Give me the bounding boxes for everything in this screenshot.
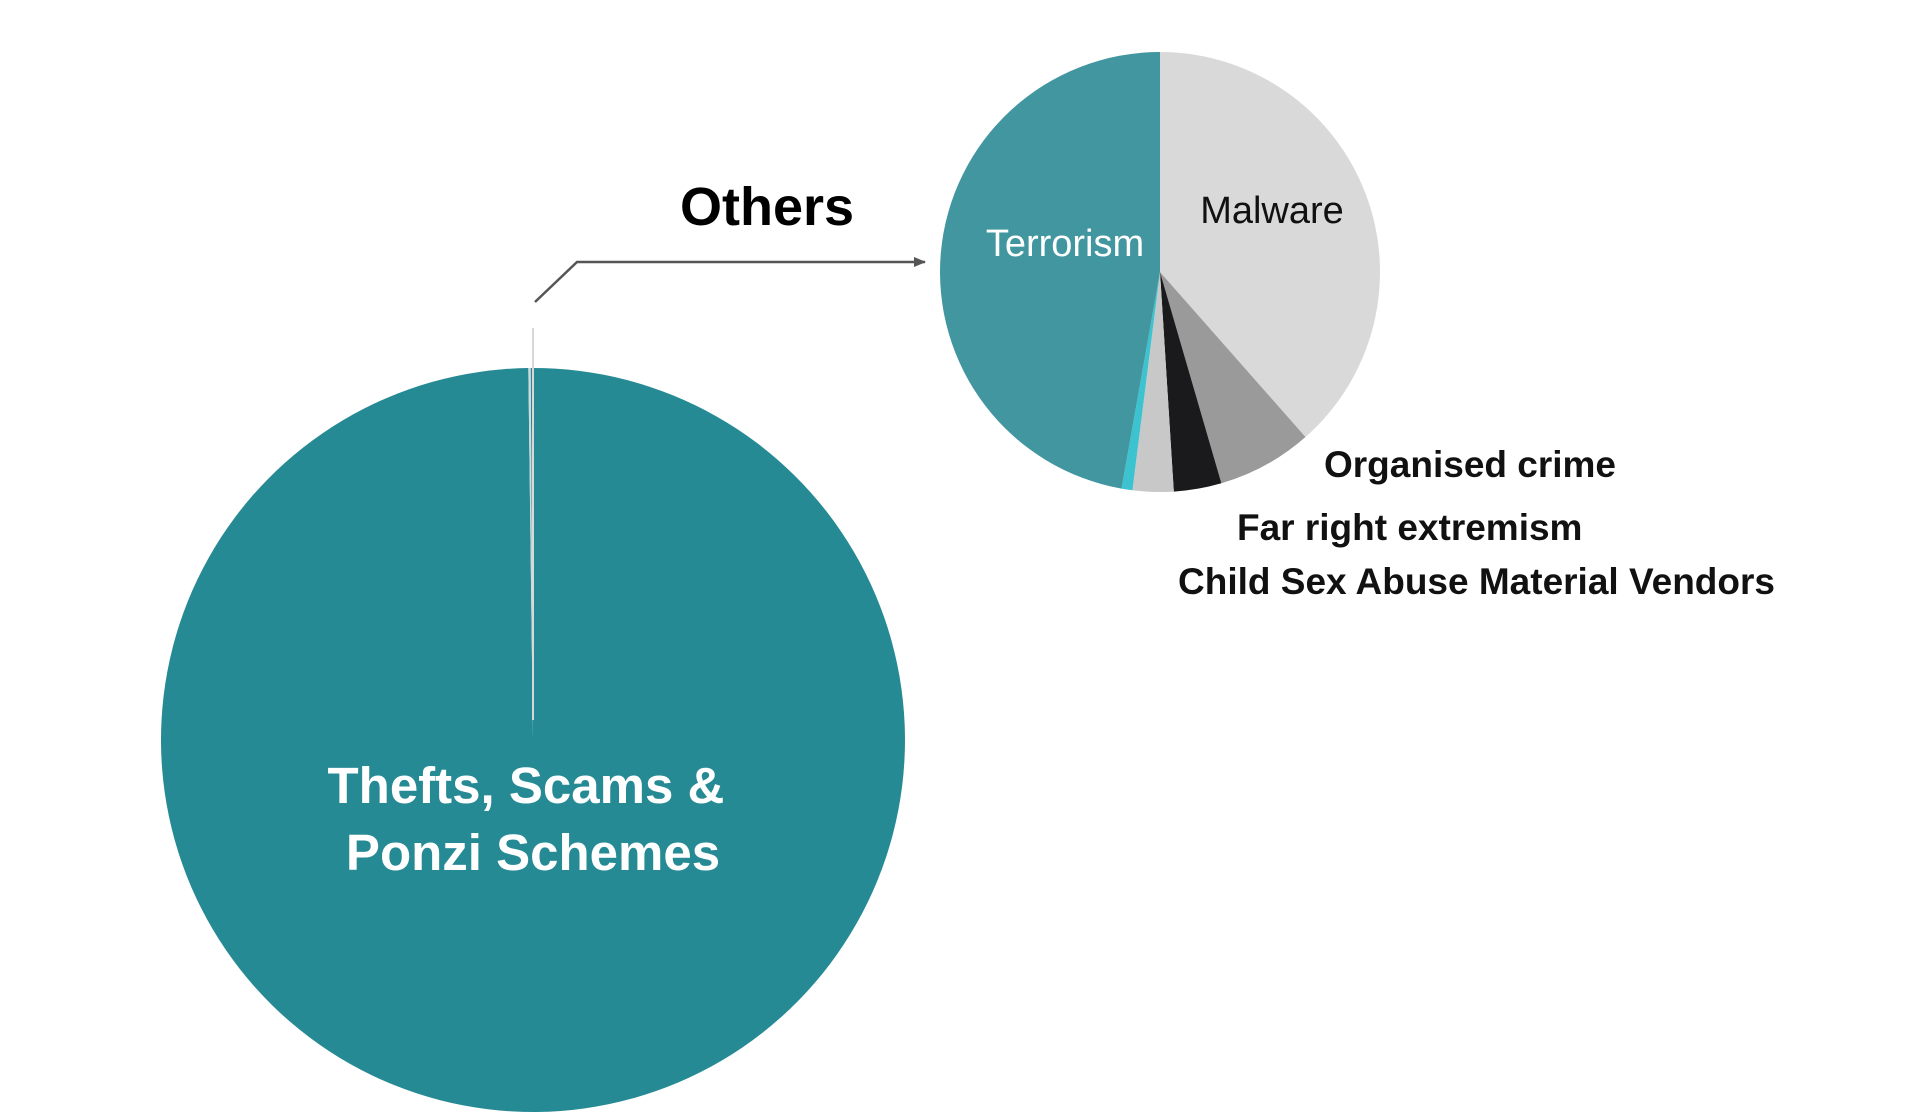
pie-slice-child-sex-abuse-material-vendors (1132, 272, 1174, 492)
connector-arrow (534, 257, 926, 303)
pie-slice-terrorism (940, 52, 1160, 489)
others-pie-title: Others (680, 177, 854, 237)
pie-slice-malware (1160, 52, 1380, 438)
pie-slice-unlabeled-4 (1121, 272, 1160, 491)
label-terrorism: Terrorism (986, 223, 1144, 265)
main-pie-chart (160, 368, 905, 1112)
main-pie-label-line-1: Thefts, Scams & (328, 757, 725, 814)
main-pie-label: Thefts, Scams & Ponzi Schemes (328, 757, 739, 881)
label-far-right-extremism: Far right extremism (1237, 507, 1582, 548)
label-organised-crime: Organised crime (1324, 444, 1616, 485)
pie-slice-organised-crime (1160, 272, 1306, 484)
label-child-sex-abuse-material-vendors: Child Sex Abuse Material Vendors (1178, 561, 1775, 602)
pie-slice-far-right-extremism (1160, 272, 1222, 492)
label-malware: Malware (1200, 190, 1344, 232)
pie-slice-thefts-scams-ponzi-schemes (160, 368, 905, 1112)
pie-slice-others (528, 368, 533, 740)
others-pie-chart (940, 52, 1380, 492)
main-pie-label-line-2: Ponzi Schemes (346, 824, 720, 881)
